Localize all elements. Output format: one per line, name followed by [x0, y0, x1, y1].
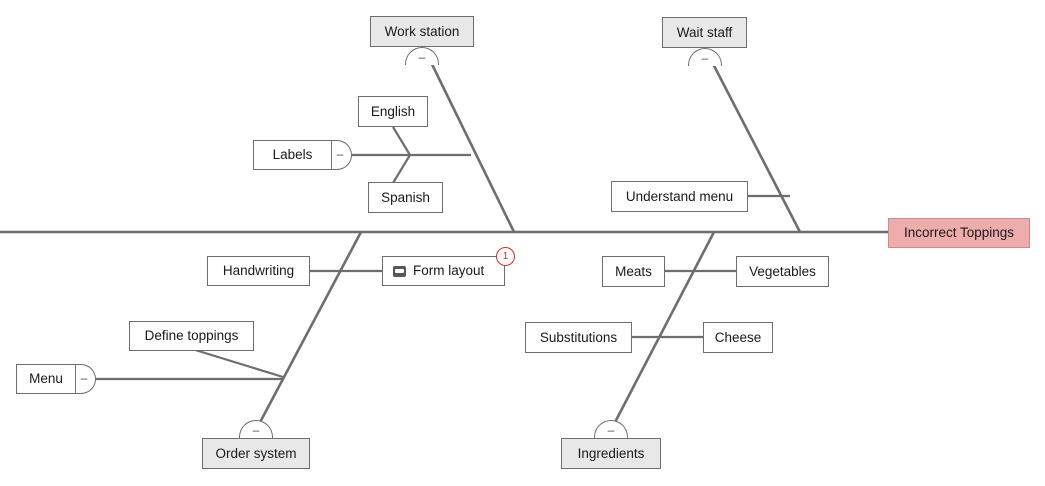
collapse-sign: – [336, 147, 344, 161]
twig-define-toppings [191, 347, 284, 379]
effect-node-label: Incorrect Toppings [903, 225, 1015, 241]
cause-node-meats-label: Meats [615, 263, 652, 279]
cause-node-cheese-label: Cheese [714, 329, 762, 345]
category-node-ingredients-label: Ingredients [577, 445, 645, 461]
cause-node-menu[interactable]: Menu [16, 364, 76, 394]
collapse-handle-labels[interactable]: – [332, 140, 352, 170]
collapse-sign: – [701, 51, 709, 65]
cause-node-cheese[interactable]: Cheese [703, 322, 773, 353]
cause-node-define-toppings[interactable]: Define toppings [129, 321, 254, 351]
note-icon [393, 265, 406, 277]
subcause-node-english-label: English [370, 103, 416, 119]
collapse-handle-menu[interactable]: – [76, 364, 96, 394]
collapse-handle-ingredients[interactable]: – [594, 420, 628, 438]
cause-node-form-layout[interactable]: Form layout [382, 256, 505, 286]
collapse-sign: – [80, 371, 88, 385]
cause-node-understand-menu[interactable]: Understand menu [611, 181, 748, 212]
category-node-order-system[interactable]: Order system [202, 438, 310, 469]
subcause-node-english[interactable]: English [358, 96, 428, 127]
category-node-wait-staff[interactable]: Wait staff [662, 17, 747, 48]
collapse-handle-order-system[interactable]: – [239, 420, 273, 438]
subcause-node-spanish-label: Spanish [381, 189, 430, 205]
comment-count-badge[interactable]: 1 [496, 247, 515, 266]
cause-node-meats[interactable]: Meats [602, 256, 665, 287]
cause-node-labels[interactable]: Labels [253, 140, 332, 170]
collapse-sign: – [418, 50, 426, 64]
cause-node-substitutions[interactable]: Substitutions [525, 322, 632, 353]
category-node-ingredients[interactable]: Ingredients [561, 438, 661, 469]
cause-node-substitutions-label: Substitutions [539, 329, 618, 345]
cause-node-handwriting-label: Handwriting [222, 263, 295, 279]
cause-node-form-layout-label: Form layout [413, 263, 485, 279]
collapse-sign: – [252, 423, 260, 437]
cause-node-vegetables-label: Vegetables [749, 263, 816, 279]
effect-node-incorrect-toppings[interactable]: Incorrect Toppings [888, 218, 1030, 248]
collapse-handle-work-station[interactable]: – [405, 47, 439, 65]
subcause-node-spanish[interactable]: Spanish [368, 182, 443, 213]
comment-count-badge-label: 1 [502, 250, 509, 262]
cause-node-define-toppings-label: Define toppings [144, 328, 239, 344]
cause-node-menu-label: Menu [29, 371, 63, 387]
category-node-wait-staff-label: Wait staff [676, 24, 733, 40]
category-node-order-system-label: Order system [215, 445, 297, 461]
cause-node-understand-menu-label: Understand menu [625, 188, 734, 204]
cause-node-vegetables[interactable]: Vegetables [736, 256, 829, 287]
category-node-work-station-label: Work station [384, 23, 460, 39]
twig-spanish [392, 154, 411, 184]
collapse-handle-wait-staff[interactable]: – [688, 48, 722, 66]
category-node-work-station[interactable]: Work station [370, 16, 474, 47]
collapse-sign: – [607, 423, 615, 437]
cause-node-handwriting[interactable]: Handwriting [207, 256, 310, 286]
cause-node-labels-label: Labels [272, 147, 313, 163]
twig-english [392, 126, 411, 156]
